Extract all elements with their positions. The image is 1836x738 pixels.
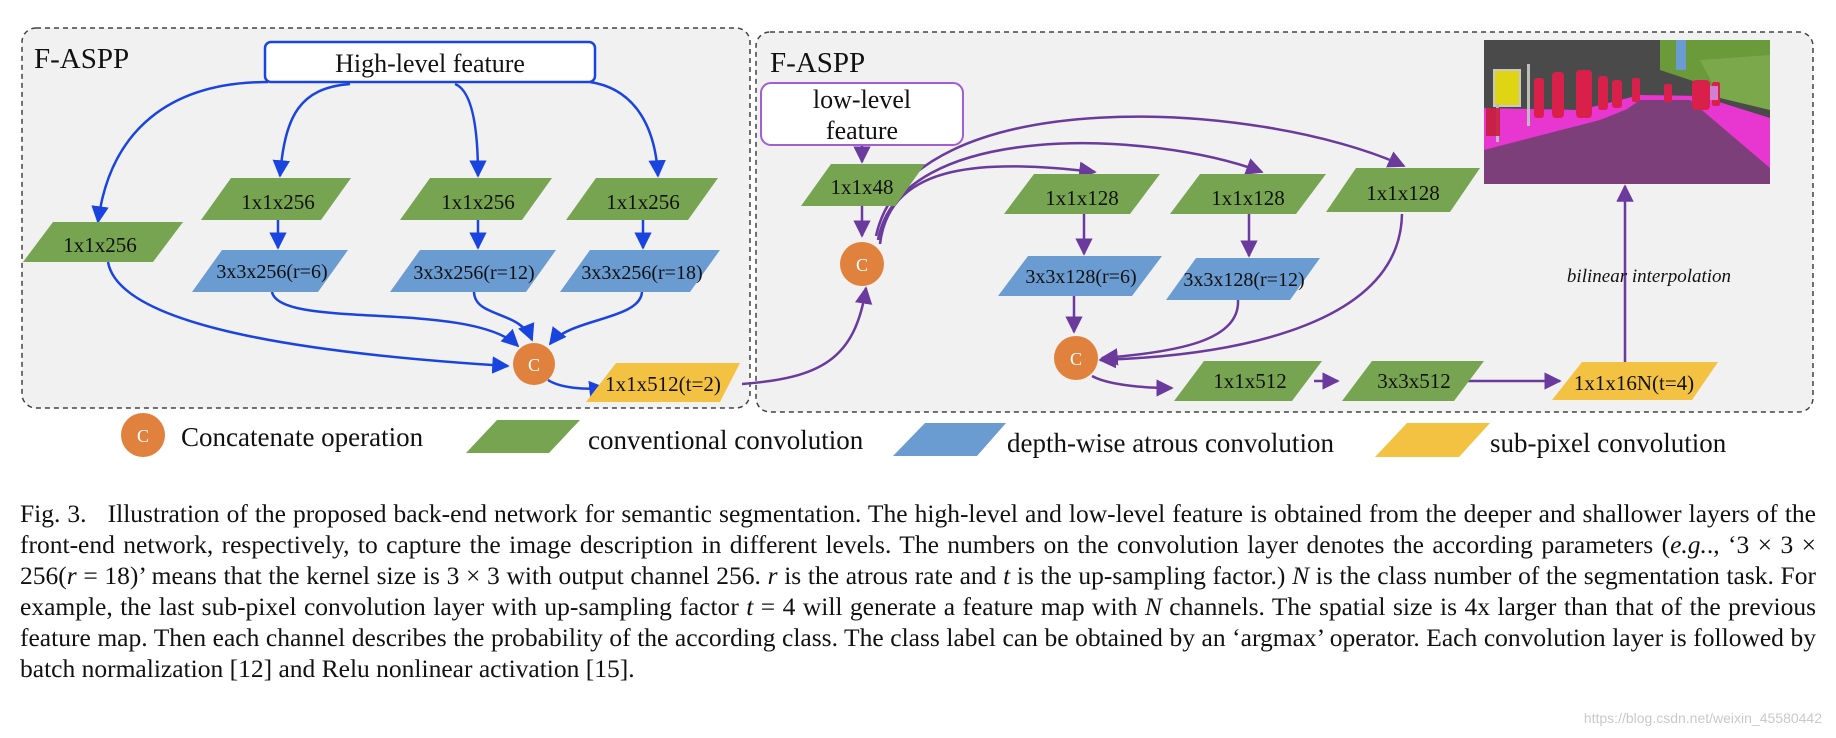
caption-var-n-2: N: [1144, 592, 1162, 621]
left-conv-b-label: 1x1x256: [241, 190, 315, 214]
legend-dw-label: depth-wise atrous convolution: [1007, 428, 1334, 458]
right-dw-b-label: 3x3x128(r=6): [1025, 266, 1136, 288]
left-conv-c-label: 1x1x256: [441, 190, 515, 214]
right-conv-out1-label: 1x1x512: [1213, 369, 1287, 393]
back-end-network-diagram: F-ASPP F-ASPP High-level feature 1x1x256…: [21, 27, 1814, 458]
left-concat-node: [513, 343, 555, 385]
legend-concat-icon: [121, 413, 165, 457]
arrow-left-subpixel-to-concat-low: [741, 286, 873, 386]
arrow-dw-d-to-concat: [548, 291, 644, 346]
caption-var-r-2: r: [767, 561, 778, 590]
right-conv-low-label: 1x1x48: [831, 175, 894, 199]
left-conv-a: [23, 222, 183, 262]
right-concat-low-node: [840, 242, 884, 286]
right-dw-c-label: 3x3x128(r=12): [1183, 269, 1304, 291]
left-conv-b: [201, 178, 351, 220]
arrow-concat-low-to-conv-b: [878, 161, 1097, 245]
left-subpixel-label: 1x1x512(t=2): [605, 372, 721, 396]
caption-text-8: channels. The spatial size is 4x larger …: [20, 592, 1816, 683]
caption-var-r: r: [66, 561, 77, 590]
right-conv-out2-label: 3x3x512: [1377, 369, 1451, 393]
low-level-feature-line2: feature: [826, 116, 898, 145]
right-conv-b-label: 1x1x128: [1045, 186, 1119, 210]
right-panel-title: F-ASPP: [770, 47, 865, 79]
arrow-conv-d-to-concat: [1098, 213, 1404, 369]
right-conv-low: [801, 164, 925, 206]
caption-text-5: is the up-sampling factor.): [1010, 561, 1293, 590]
right-conv-out1: [1174, 361, 1322, 401]
right-dw-c: [1166, 258, 1320, 300]
right-concat-label: C: [1070, 349, 1082, 369]
left-conv-d: [566, 178, 718, 220]
left-subpixel: [586, 363, 740, 402]
left-dw-d-label: 3x3x256(r=18): [581, 262, 702, 284]
left-dw-b-label: 3x3x256(r=6): [216, 261, 327, 283]
watermark: https://blog.csdn.net/weixin_45580442: [1583, 710, 1822, 726]
legend-subpixel-swatch: [1375, 423, 1490, 457]
low-level-feature-line1: low-level: [813, 85, 911, 114]
arrow-hl-to-conv-a: [91, 80, 269, 224]
caption-var-t-2: t: [746, 592, 754, 621]
right-conv-d-label: 1x1x128: [1366, 181, 1440, 205]
arrow-concat-to-conv-out1: [1091, 374, 1174, 397]
arrow-dw-b-to-concat: [270, 291, 520, 348]
right-conv-d: [1326, 168, 1480, 212]
arrow-hl-to-conv-b: [272, 82, 351, 178]
right-dw-b: [998, 256, 1162, 296]
high-level-feature-label: High-level feature: [335, 49, 525, 78]
left-dw-c-label: 3x3x256(r=12): [413, 262, 534, 284]
left-conv-c: [400, 178, 552, 220]
right-concat-node: [1054, 336, 1098, 380]
left-dw-d: [560, 250, 720, 292]
left-concat-label: C: [528, 355, 540, 375]
legend-conv-swatch: [466, 420, 580, 453]
left-panel-title: F-ASPP: [34, 43, 129, 75]
legend-concat-label: Concatenate operation: [181, 422, 424, 452]
arrow-hl-to-conv-d: [589, 80, 666, 178]
high-level-feature-box: [263, 40, 597, 84]
legend-concat-symbol: C: [137, 426, 149, 446]
arrow-dw-c-to-concat: [1100, 299, 1240, 366]
caption-text-4: is the atrous rate and: [777, 561, 1004, 590]
legend-subpixel-label: sub-pixel convolution: [1490, 428, 1727, 458]
left-panel: [21, 27, 751, 409]
caption-text-7: = 4 will generate a feature map with: [753, 592, 1145, 621]
caption-eg: e.g.: [1670, 530, 1707, 559]
caption-text-2: ., ‘3 × 3 × 256(: [20, 530, 1816, 590]
right-conv-out2: [1342, 361, 1484, 401]
caption-text-6: is the class number of the segmentation …: [20, 561, 1816, 621]
left-dw-c: [390, 250, 556, 292]
arrow-hl-to-conv-c: [454, 82, 487, 178]
bilinear-interpolation-label: bilinear interpolation: [1567, 266, 1731, 287]
left-dw-b: [192, 250, 348, 292]
arrow-dw-c-to-concat: [472, 291, 535, 342]
left-conv-a-label: 1x1x256: [63, 233, 137, 257]
arrow-conv-a-to-concat: [106, 261, 510, 374]
right-subpixel-out-label: 1x1x16N(t=4): [1574, 371, 1694, 395]
caption-text-1: Illustration of the proposed back-end ne…: [20, 499, 1816, 559]
right-conv-c: [1170, 174, 1326, 214]
right-conv-b: [1004, 174, 1160, 214]
left-conv-d-label: 1x1x256: [606, 190, 680, 214]
legend-dw-swatch: [893, 423, 1006, 456]
caption-var-t: t: [1003, 561, 1011, 590]
right-conv-c-label: 1x1x128: [1211, 186, 1285, 210]
low-level-feature-box: [760, 82, 964, 146]
right-concat-low-label: C: [856, 255, 868, 275]
segmentation-output-image: [1484, 40, 1770, 184]
caption-text-3: = 18)’ means that the kernel size is 3 ×…: [76, 561, 768, 590]
figure-caption: Fig. 3. Illustration of the proposed bac…: [20, 498, 1816, 684]
right-subpixel-out: [1552, 362, 1718, 400]
caption-fig-label: Fig. 3.: [20, 499, 87, 528]
legend-conv-label: conventional convolution: [588, 425, 864, 455]
caption-var-n: N: [1292, 561, 1310, 590]
